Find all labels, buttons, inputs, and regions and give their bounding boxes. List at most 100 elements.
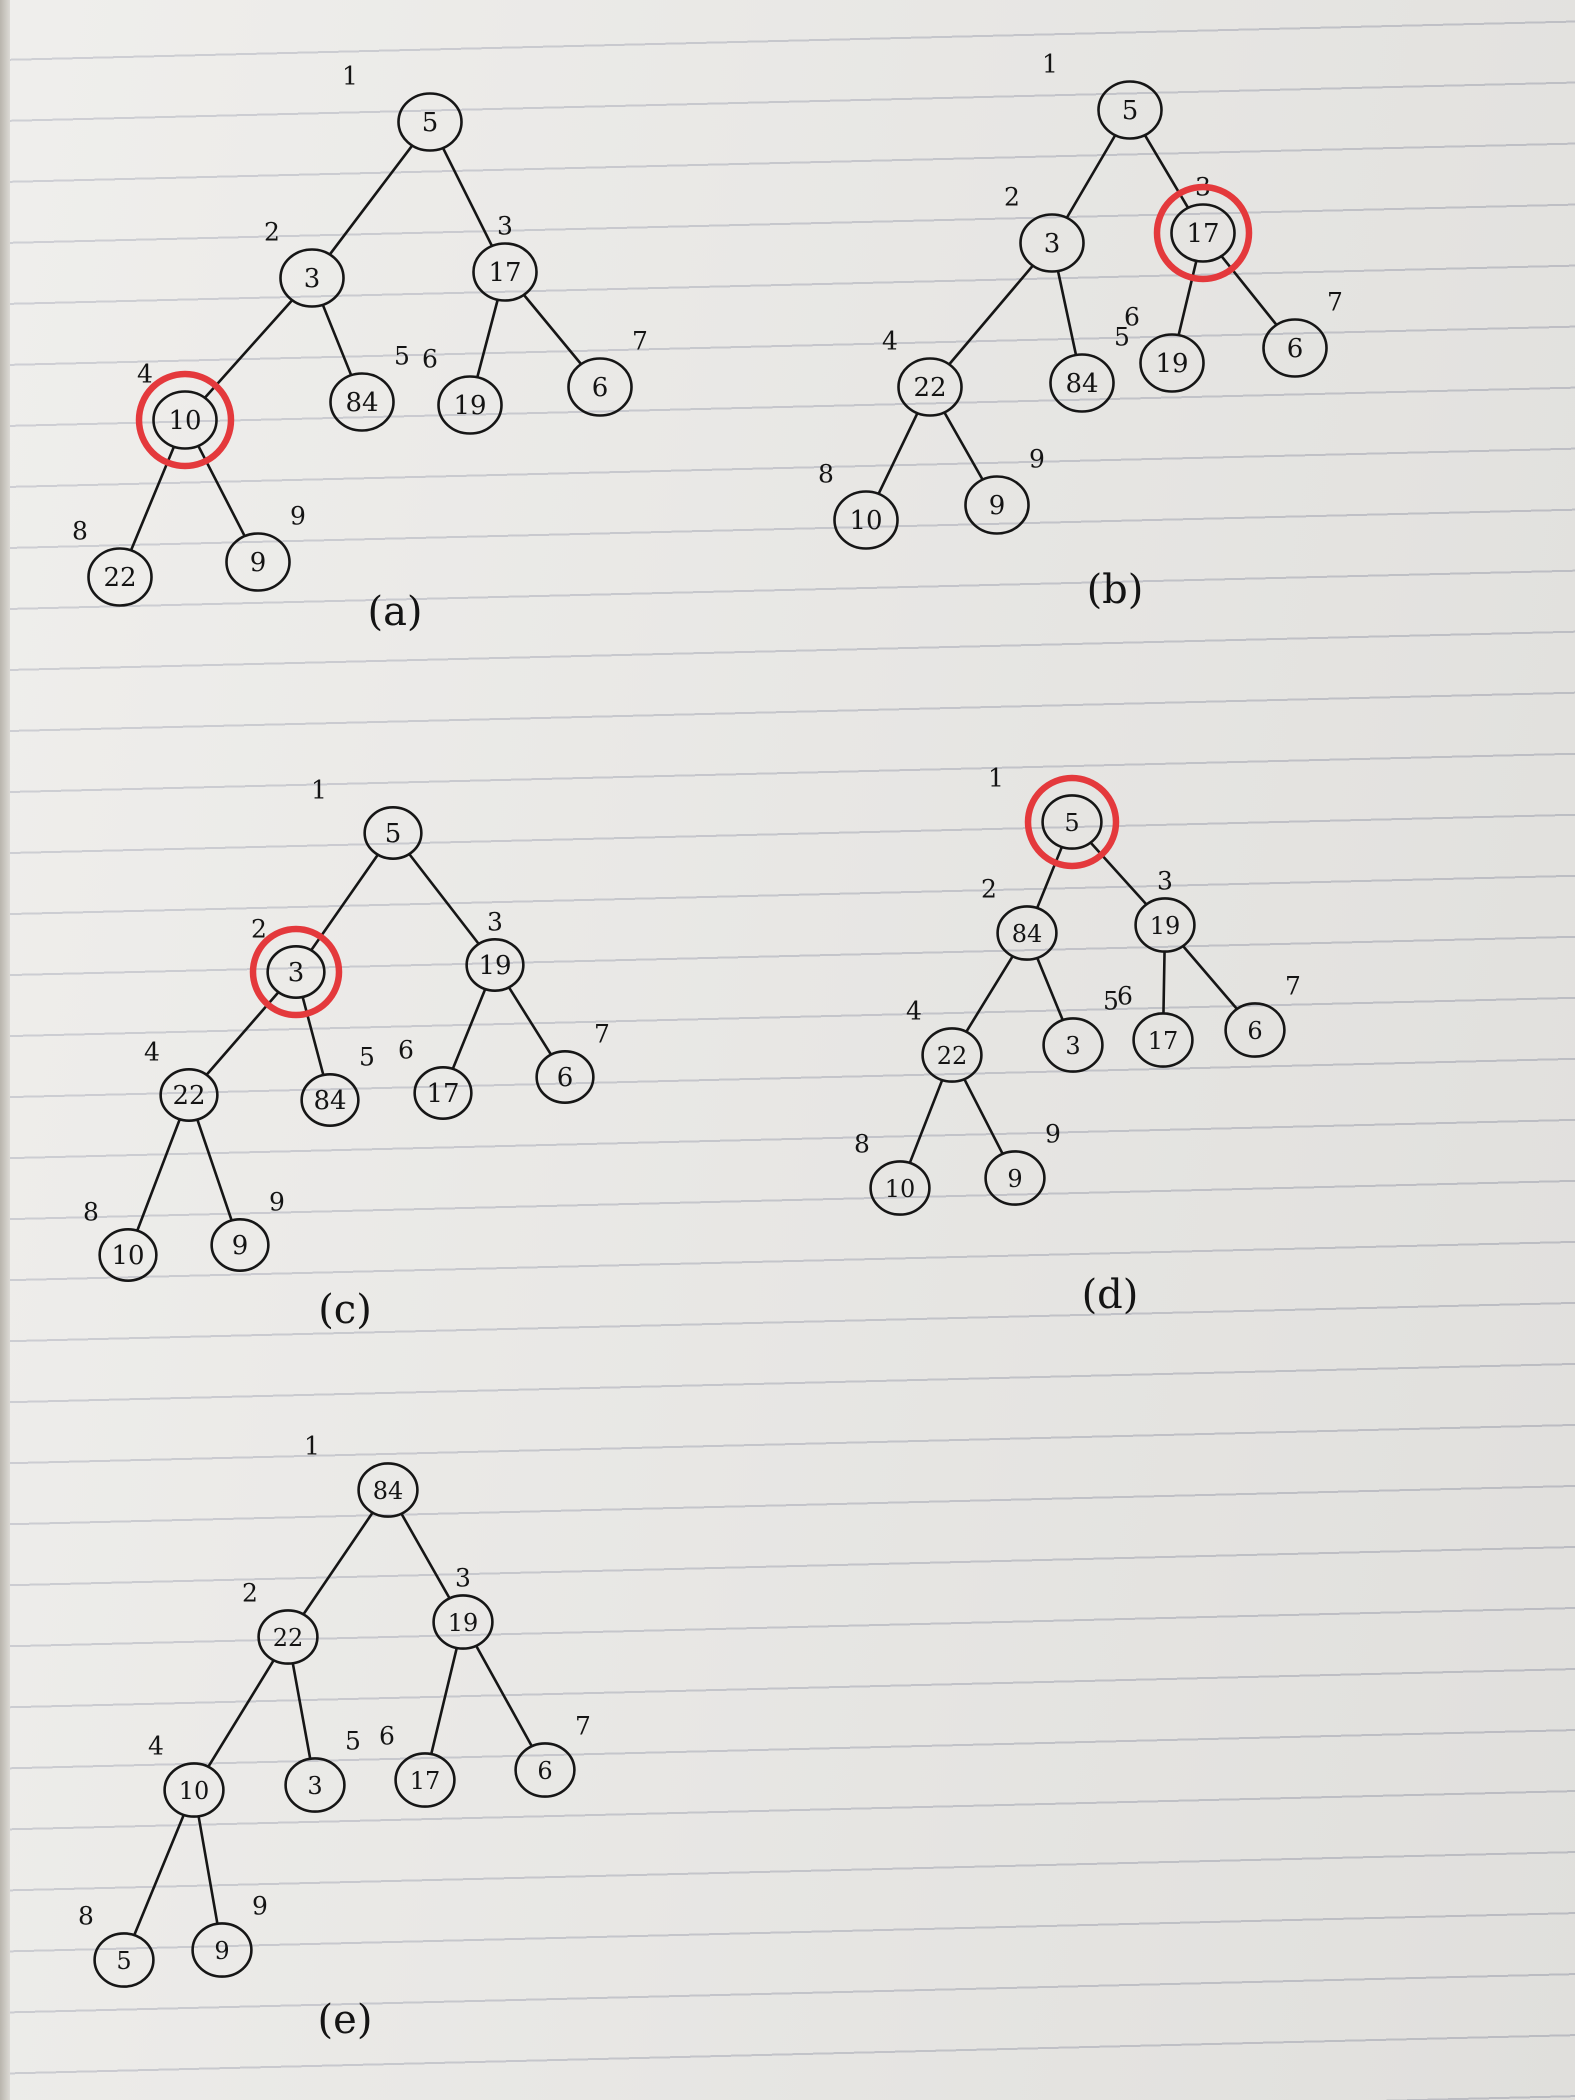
node-key: 3 bbox=[304, 264, 321, 294]
node-key: 9 bbox=[989, 491, 1006, 521]
node-circle bbox=[191, 1922, 253, 1978]
node-index: 7 bbox=[575, 1712, 591, 1741]
node-index: 6 bbox=[422, 345, 438, 374]
page-binding-edge bbox=[0, 0, 10, 2100]
node-index: 7 bbox=[594, 1020, 610, 1049]
heap-node: 35 bbox=[1042, 987, 1119, 1073]
node-key: 5 bbox=[385, 819, 402, 849]
heap-node: 35 bbox=[284, 1727, 361, 1813]
tree-edge bbox=[908, 1079, 944, 1164]
node-index: 8 bbox=[83, 1198, 99, 1227]
node-circle bbox=[1170, 203, 1236, 263]
node-index: 2 bbox=[1004, 183, 1020, 212]
tree-edge bbox=[442, 147, 493, 247]
node-key: 6 bbox=[1247, 1017, 1262, 1045]
tree-edge bbox=[197, 1816, 219, 1924]
node-circle bbox=[921, 1027, 983, 1083]
node-index: 8 bbox=[818, 460, 834, 489]
node-index: 1 bbox=[1042, 50, 1058, 79]
node-index: 4 bbox=[144, 1038, 160, 1067]
node-circle bbox=[1042, 1017, 1104, 1073]
node-key: 10 bbox=[168, 406, 201, 436]
tree-edge bbox=[1056, 271, 1078, 355]
node-circle bbox=[897, 357, 963, 417]
node-key: 19 bbox=[1155, 349, 1188, 379]
heap-node: 845 bbox=[329, 342, 410, 432]
node-circle bbox=[394, 1752, 456, 1808]
tree-edge bbox=[1162, 951, 1166, 1014]
node-index: 1 bbox=[311, 776, 327, 805]
node-index: 3 bbox=[455, 1564, 471, 1593]
node-key: 9 bbox=[214, 1937, 229, 1965]
node-circle bbox=[210, 1218, 270, 1272]
tree-edge bbox=[321, 304, 353, 376]
heap-node: 67 bbox=[514, 1712, 591, 1798]
tree-edge bbox=[136, 1118, 181, 1232]
tree-caption: (a) bbox=[367, 589, 422, 635]
node-key: 10 bbox=[849, 506, 882, 536]
heap-node: 67 bbox=[535, 1020, 610, 1104]
node-circle bbox=[363, 806, 423, 860]
tree-edge bbox=[522, 293, 583, 366]
node-key: 17 bbox=[488, 258, 521, 288]
node-circle bbox=[1224, 1002, 1286, 1058]
heap-node: 841 bbox=[304, 1432, 419, 1518]
heap-node: 67 bbox=[1224, 972, 1301, 1058]
node-key: 9 bbox=[232, 1231, 249, 1261]
heap-node: 193 bbox=[465, 908, 525, 992]
heap-node: 84 5 bbox=[1049, 323, 1130, 413]
node-circle bbox=[833, 490, 899, 550]
node-key: 22 bbox=[103, 563, 136, 593]
node-circle bbox=[984, 1150, 1046, 1206]
node-circle bbox=[1041, 794, 1103, 850]
heap-node: 108 bbox=[854, 1130, 931, 1216]
node-key: 22 bbox=[273, 1624, 304, 1652]
highlight-ring bbox=[249, 925, 343, 1019]
heap-node: 67 bbox=[1262, 288, 1343, 378]
heap-node: 99 bbox=[964, 445, 1045, 535]
highlight-ring bbox=[135, 370, 235, 470]
node-circle bbox=[1019, 213, 1085, 273]
node-index: 4 bbox=[148, 1732, 164, 1761]
node-index: 6 bbox=[1124, 303, 1140, 332]
node-circle bbox=[472, 242, 538, 302]
heap-node: 228 bbox=[72, 517, 153, 607]
tree-edge bbox=[963, 1078, 1004, 1155]
node-key: 84 bbox=[1065, 369, 1098, 399]
node-index: 1 bbox=[342, 62, 358, 91]
node-key: 84 bbox=[1012, 920, 1043, 948]
node-key: 5 bbox=[1122, 96, 1139, 126]
node-key: 22 bbox=[937, 1042, 968, 1070]
node-key: 17 bbox=[1186, 219, 1219, 249]
heap-node: 108 bbox=[83, 1198, 158, 1282]
tree-edge bbox=[475, 1645, 533, 1747]
tree-edge bbox=[476, 299, 499, 378]
tree-edge bbox=[1144, 134, 1189, 209]
node-index: 4 bbox=[906, 997, 922, 1026]
node-index: 7 bbox=[632, 327, 648, 356]
tree-edge bbox=[877, 412, 919, 495]
highlight-ring bbox=[1024, 774, 1120, 870]
tree-edge bbox=[430, 1647, 458, 1755]
node-circle bbox=[225, 532, 291, 592]
node-circle bbox=[1049, 353, 1115, 413]
node-circle bbox=[1097, 80, 1163, 140]
heap-node: 176 bbox=[1117, 982, 1194, 1068]
tree-caption: (c) bbox=[318, 1287, 372, 1333]
heap-node: 104 bbox=[148, 1732, 225, 1818]
node-circle bbox=[535, 1050, 595, 1104]
node-circle bbox=[567, 357, 633, 417]
node-index: 9 bbox=[252, 1892, 268, 1921]
node-circle bbox=[432, 1594, 494, 1650]
node-index: 1 bbox=[304, 1432, 320, 1461]
heap-node: 224 bbox=[144, 1038, 219, 1122]
node-index: 5 bbox=[1114, 323, 1130, 352]
node-key: 5 bbox=[422, 108, 439, 138]
node-circle bbox=[266, 945, 326, 999]
node-index: 8 bbox=[854, 1130, 870, 1159]
node-key: 3 bbox=[1065, 1032, 1080, 1060]
